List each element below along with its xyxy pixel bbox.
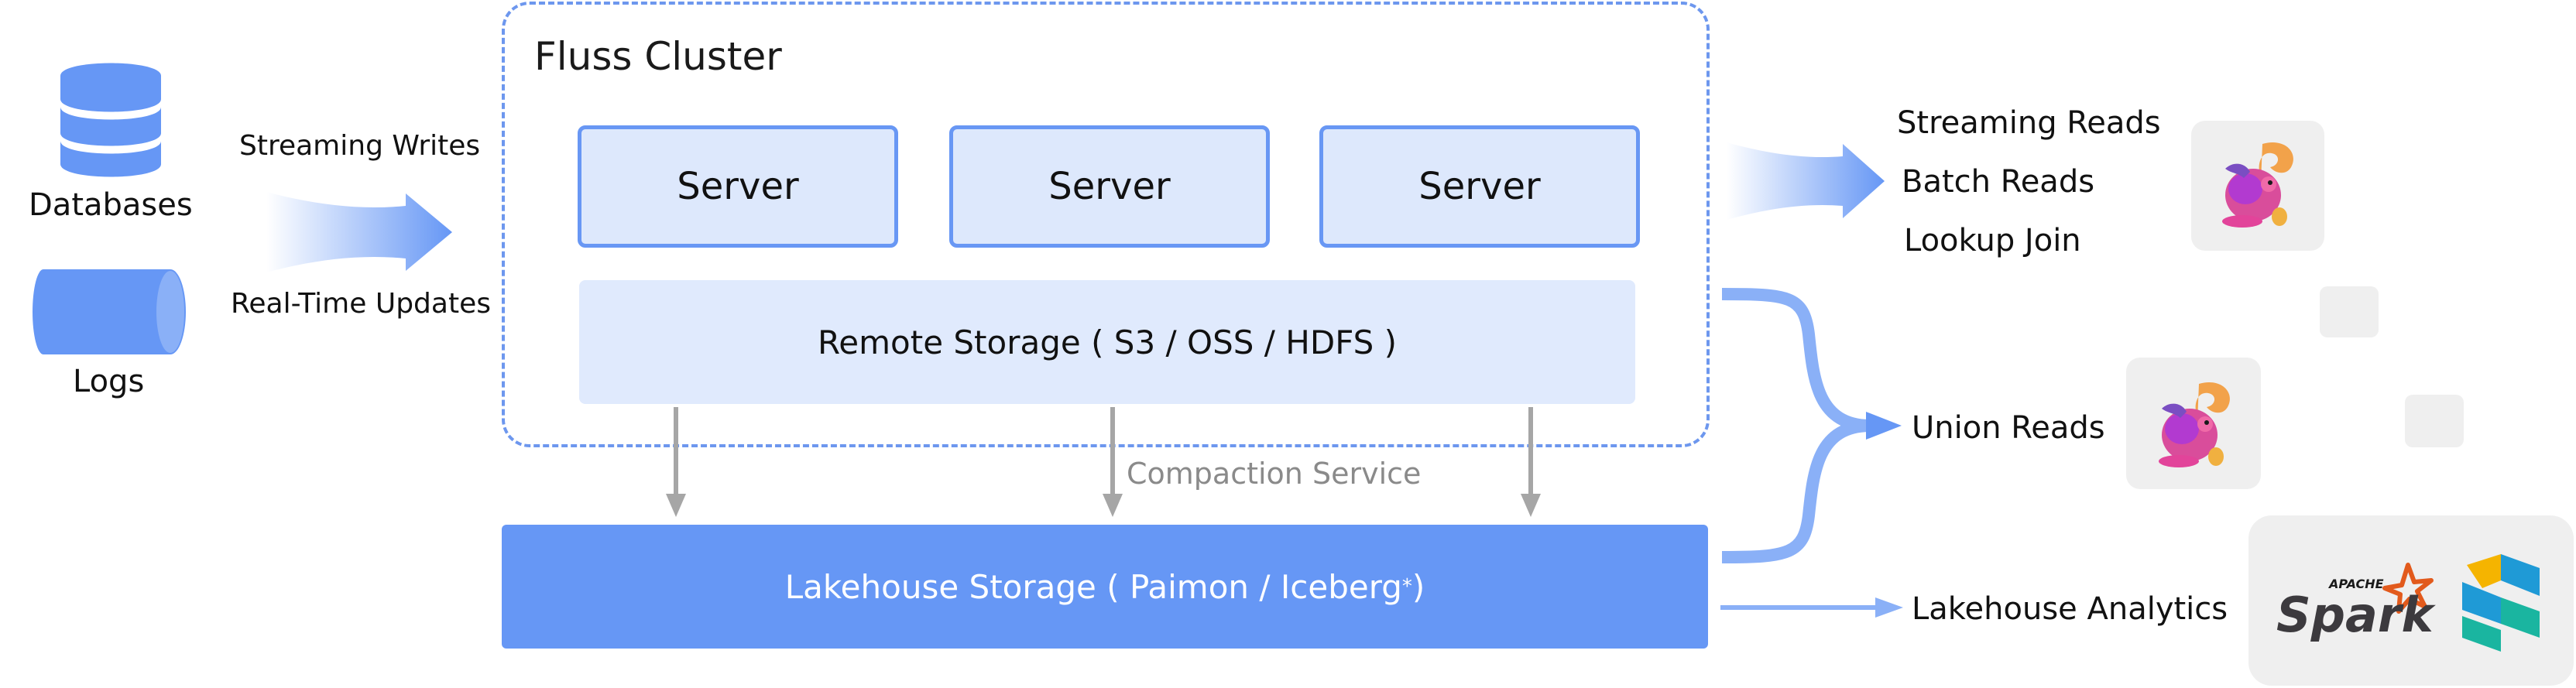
server-node-1: Server [578,125,898,248]
cluster-title: Fluss Cluster [534,34,782,79]
flink-squirrel-icon [2159,382,2230,467]
lakehouse-label-end: ) [1411,567,1425,606]
logs-icon [33,269,186,354]
analytics-arrow [1720,597,1903,618]
remote-storage: Remote Storage ( S3 / OSS / HDFS ) [579,280,1635,404]
union-reads-arrow [1721,288,1902,563]
decorative-tile-1 [2320,286,2379,337]
lakehouse-storage: Lakehouse Storage ( Paimon / Iceberg*) [502,525,1708,649]
spark-name-text: Spark [2276,587,2436,643]
lookup-join-label: Lookup Join [1904,223,2081,258]
spark-logo: APACHE Spark [2276,563,2436,643]
starrocks-logo [2462,554,2540,652]
ingest-arrow [266,192,452,272]
streaming-read-arrow [1727,142,1885,220]
flink-squirrel-icon [2222,142,2293,228]
fluss-cluster-boundary [502,2,1710,447]
server-node-2: Server [949,125,1270,248]
databases-label: Databases [29,187,193,223]
streaming-reads-label: Streaming Reads [1897,105,2161,141]
realtime-updates-label: Real-Time Updates [231,288,491,320]
server-node-3: Server [1319,125,1640,248]
lakehouse-footnote-mark: * [1401,575,1412,598]
batch-reads-label: Batch Reads [1902,164,2095,200]
database-icon [60,63,161,177]
compaction-arrows [666,407,1541,517]
union-reads-label: Union Reads [1912,410,2105,446]
compaction-service-label: Compaction Service [1127,457,1422,491]
lakehouse-analytics-label: Lakehouse Analytics [1912,591,2228,627]
decorative-tile-2 [2405,395,2464,447]
logs-label: Logs [73,364,145,399]
lakehouse-label: Lakehouse Storage ( Paimon / Iceberg [784,567,1402,606]
spark-apache-text: APACHE [2327,577,2384,591]
streaming-writes-label: Streaming Writes [239,130,481,162]
